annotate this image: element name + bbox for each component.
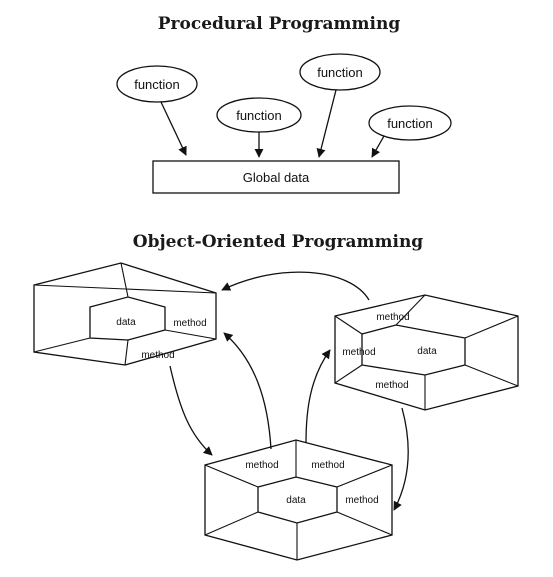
object-2-method-label-bottom: method <box>375 380 408 391</box>
function-node-2: function <box>216 97 302 133</box>
object-2-data-label: data <box>417 346 437 357</box>
arrow-function-3-to-global-data <box>316 89 337 158</box>
arrow-object-3-to-object-2 <box>305 349 331 444</box>
object-3-method-label-top-right: method <box>311 460 344 471</box>
global-data-label: Global data <box>243 170 310 185</box>
arrow-object-2-to-object-1 <box>221 271 370 301</box>
object-1-method-label-right: method <box>173 318 206 329</box>
arrow-function-1-to-global-data <box>160 101 187 156</box>
object-3-method-label-right: method <box>345 495 378 506</box>
arrow-function-4-to-global-data <box>371 135 385 158</box>
object-1: data method method <box>33 262 217 366</box>
function-label-3: function <box>317 65 363 80</box>
arrow-object-2-to-object-3 <box>393 407 409 511</box>
object-2-method-label-top: method <box>376 312 409 323</box>
object-3-data-label: data <box>286 495 306 506</box>
object-oriented-title: Object-Oriented Programming <box>133 232 424 252</box>
function-node-4: function <box>368 105 452 141</box>
object-3: method method data method <box>204 439 393 561</box>
arrow-object-1-to-object-3 <box>169 365 213 456</box>
function-node-1: function <box>116 65 198 103</box>
object-3-method-label-top-left: method <box>245 460 278 471</box>
object-1-method-label-bottom: method <box>141 350 174 361</box>
procedural-title: Procedural Programming <box>158 14 401 34</box>
function-label-4: function <box>387 116 433 131</box>
object-1-data-label: data <box>116 317 136 328</box>
object-2: method method data method <box>334 294 519 411</box>
object-2-method-label-left: method <box>342 347 375 358</box>
global-data-box: Global data <box>152 160 400 194</box>
arrow-object-3-to-object-1 <box>223 332 272 450</box>
function-node-3: function <box>299 53 381 91</box>
function-label-1: function <box>134 77 180 92</box>
function-label-2: function <box>236 108 282 123</box>
